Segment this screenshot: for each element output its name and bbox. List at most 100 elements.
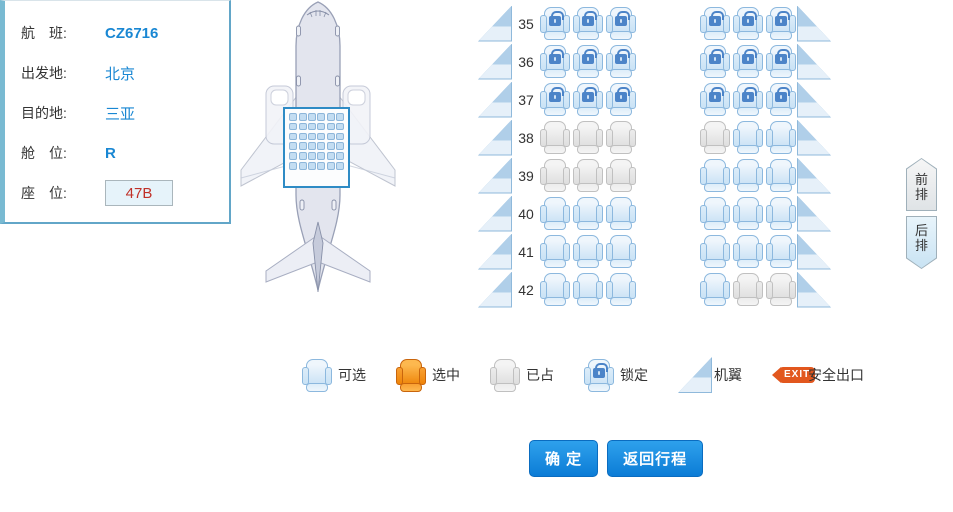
seat-row38-left-3 [606, 121, 636, 154]
right-wing-icon [797, 233, 831, 270]
seat-row35-right-2 [733, 7, 763, 40]
seat-row-41: 41 [478, 233, 838, 270]
seat-row39-right-1[interactable] [700, 159, 730, 192]
minimap-row [289, 122, 344, 131]
minimap-group [289, 161, 316, 170]
seat-row41-right-2[interactable] [733, 235, 763, 268]
minimap-seat [326, 161, 335, 170]
seat-row41-left-1[interactable] [540, 235, 570, 268]
seat-row41-left-2[interactable] [573, 235, 603, 268]
next-rows-button[interactable]: 后排 [906, 216, 937, 269]
confirm-button[interactable]: 确 定 [529, 440, 599, 477]
seat-row39-left-1 [540, 159, 570, 192]
right-seat-group [700, 273, 796, 306]
seat-row40-left-1[interactable] [540, 197, 570, 230]
seat-row-36: 36 [478, 43, 838, 80]
seat-row37-left-3 [606, 83, 636, 116]
minimap-group [317, 152, 344, 160]
minimap-seat [317, 152, 325, 160]
minimap-row [289, 113, 344, 121]
seat-row38-right-3[interactable] [766, 121, 796, 154]
minimap-group [289, 122, 316, 131]
minimap-seat [298, 161, 307, 170]
seat-row39-left-2 [573, 159, 603, 192]
row-number: 41 [518, 243, 534, 260]
lock-icon [582, 49, 597, 64]
seat-row35-right-1 [700, 7, 730, 40]
legend-item-wing: 机翼 [678, 357, 742, 393]
seat-row40-right-1[interactable] [700, 197, 730, 230]
back-to-itinerary-button[interactable]: 返回行程 [607, 440, 704, 477]
seat-row39-right-3[interactable] [766, 159, 796, 192]
right-wing-icon [797, 271, 831, 308]
occupied-seat-icon [490, 358, 520, 392]
minimap-seat [289, 142, 297, 150]
minimap-seat [336, 122, 344, 131]
lock-icon [615, 49, 630, 64]
legend-label: 已占 [526, 367, 554, 383]
minimap-seat [298, 152, 307, 160]
legend-label: 安全出口 [808, 367, 864, 383]
seat-row42-left-2[interactable] [573, 273, 603, 306]
info-value: 北京 [105, 65, 136, 83]
minimap-seat [308, 113, 316, 121]
left-seat-group [540, 7, 636, 40]
seat-row40-right-2[interactable] [733, 197, 763, 230]
seat-row36-left-2 [573, 45, 603, 78]
minimap-group [289, 132, 316, 141]
right-seat-group [700, 7, 796, 40]
lock-icon [742, 11, 757, 26]
prev-rows-button[interactable]: 前排 [906, 158, 937, 211]
seat-row41-right-1[interactable] [700, 235, 730, 268]
seat-row41-right-3[interactable] [766, 235, 796, 268]
right-seat-group [700, 45, 796, 78]
right-wing-icon [797, 81, 831, 118]
seat-row42-left-1[interactable] [540, 273, 570, 306]
minimap-seat [336, 113, 344, 121]
minimap-seat [326, 142, 335, 150]
lock-icon [709, 49, 724, 64]
seat-row40-left-3[interactable] [606, 197, 636, 230]
info-row-0: 航 班:CZ6716 [21, 13, 219, 53]
seat-row40-left-2[interactable] [573, 197, 603, 230]
legend-label: 锁定 [620, 367, 648, 383]
minimap-group [317, 142, 344, 150]
row-number: 35 [518, 15, 534, 32]
legend-icon-locked [584, 358, 616, 392]
minimap-row [289, 152, 344, 160]
lock-icon [775, 11, 790, 26]
legend-label: 机翼 [714, 367, 742, 383]
info-row-4: 座 位:47B [21, 173, 219, 213]
seatmap-viewport-indicator[interactable] [283, 107, 350, 188]
seat-row37-left-1 [540, 83, 570, 116]
seat-row42-right-1[interactable] [700, 273, 730, 306]
minimap-seat [336, 132, 344, 141]
legend-icon-exit: EXIT [772, 367, 816, 383]
prev-pentagon-fill [907, 159, 936, 210]
minimap-seat [308, 132, 316, 141]
row-number: 39 [518, 167, 534, 184]
minimap-row [289, 142, 344, 150]
seat-row41-left-3[interactable] [606, 235, 636, 268]
minimap-seat [298, 132, 307, 141]
seat-row38-right-2[interactable] [733, 121, 763, 154]
minimap-group [317, 132, 344, 141]
info-value: 三亚 [105, 105, 136, 123]
exit-arrow-icon [772, 367, 781, 383]
right-seat-group [700, 159, 796, 192]
minimap-seat [298, 142, 307, 150]
seat-row40-right-3[interactable] [766, 197, 796, 230]
minimap-seat [317, 122, 325, 131]
available-seat-icon [302, 358, 332, 392]
lock-icon [615, 87, 630, 102]
legend-icon-wing [678, 357, 712, 393]
minimap-seat [336, 142, 344, 150]
info-label: 目的地: [21, 105, 67, 121]
info-label: 出发地: [21, 65, 67, 81]
legend-icon-available [302, 358, 334, 392]
seat-row42-left-3[interactable] [606, 273, 636, 306]
seat-row39-right-2[interactable] [733, 159, 763, 192]
left-wing-icon [478, 233, 512, 270]
